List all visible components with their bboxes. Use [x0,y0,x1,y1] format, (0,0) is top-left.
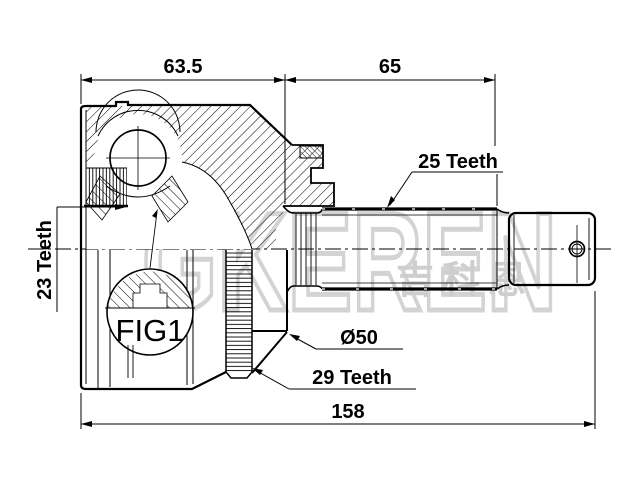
dimension-63-5: 63.5 [80,56,286,204]
label-25-teeth: 25 Teeth [418,151,498,173]
stub-end-body [507,211,597,287]
watermark-cjk-text: 吉科恩 [396,258,534,302]
leader-arrow [115,204,126,210]
fig1-leader-arrow [152,209,158,218]
label-29-teeth-group: 29 Teeth [252,367,416,390]
inner-race-wedge-right [151,175,189,223]
dim-63-5-text: 63.5 [164,56,203,78]
housing-bottom-profile [79,371,227,391]
wall-inner-boundary [181,161,253,250]
bell-housing-section [79,89,335,385]
label-29-teeth: 29 Teeth [312,367,392,389]
snap-ring-groove [299,145,324,159]
arrow-left [285,77,296,83]
arrow-left [81,77,92,83]
neck-bottom-edge [286,285,323,293]
cross-hole-chamfer [571,243,583,255]
leader-arrow [252,368,263,375]
label-diameter-50-group: Ø50 [289,327,403,350]
fig1-detail-bubble: FIG1 [105,209,195,378]
cage-arc [95,89,181,133]
arrow-right [584,421,595,427]
dimension-65: 65 [285,56,498,206]
arrow-right [274,77,285,83]
hub-spline-serrations [86,168,127,206]
leader-arrow [289,334,300,341]
housing-external-view [79,250,288,391]
abs-ring-bottom [225,371,253,379]
fig1-leader-line [149,211,158,269]
dimension-158: 158 [80,291,596,429]
label-25-teeth-group: 25 Teeth [387,151,503,208]
abs-ring-teeth [226,250,252,372]
stub-neck-top [496,208,510,214]
dim-158-text: 158 [331,401,364,423]
cross-hole [568,240,586,258]
arrow-left [81,421,92,427]
stub-neck-bottom [496,284,510,290]
boot-groove-ridges [295,213,317,285]
arrow-right [484,77,495,83]
cavity-ceiling-arc [97,109,179,137]
housing-outer-profile [79,100,293,385]
fig1-label: FIG1 [116,313,185,348]
shaft [282,205,597,293]
dim-diameter-50-text: Ø50 [340,327,378,349]
fig1-spline-tooth-profile [132,283,168,309]
cone-transition-edge [251,331,288,374]
label-23-teeth-group: 23 Teeth [34,204,126,312]
leader-arrow [387,196,395,208]
dim-65-text: 65 [379,56,401,78]
label-23-teeth: 23 Teeth [34,220,56,300]
